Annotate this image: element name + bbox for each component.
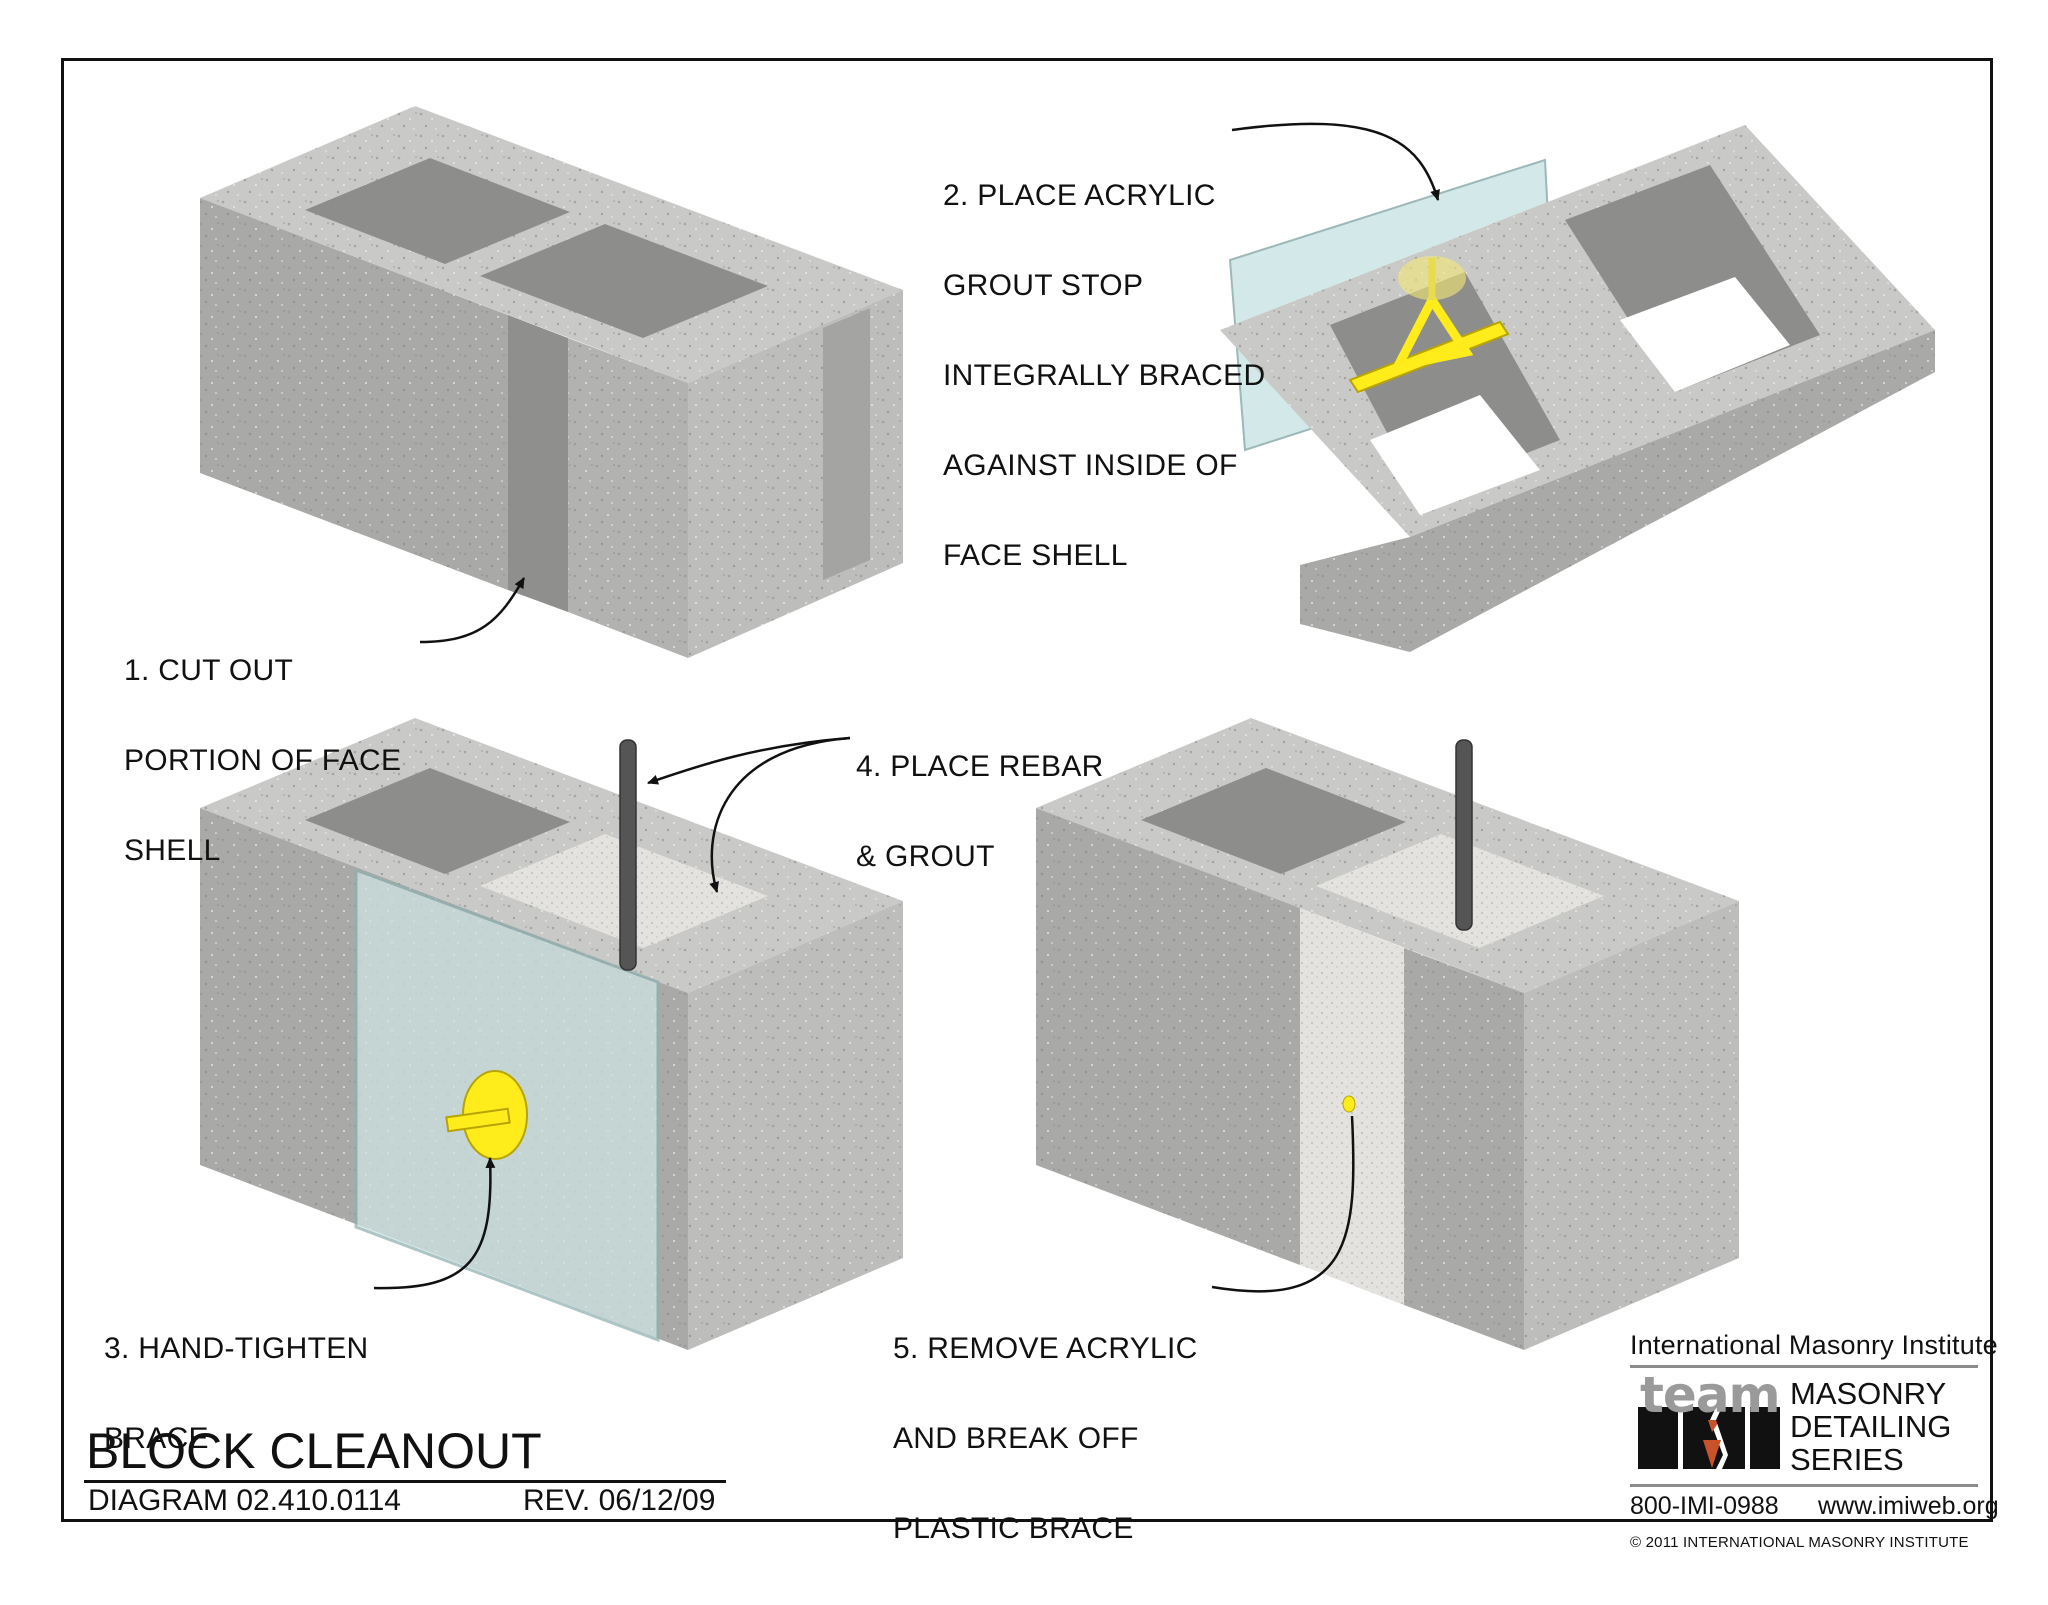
step3-line: 3. HAND-TIGHTEN — [104, 1332, 369, 1365]
series-line: SERIES — [1790, 1442, 1904, 1477]
label-step5: 5. REMOVE ACRYLIC AND BREAK OFF PLASTIC … — [893, 1274, 1198, 1604]
step1-line: 1. CUT OUT — [124, 654, 294, 687]
logo-rule-top — [1630, 1365, 1978, 1368]
diagram-number: DIAGRAM 02.410.0114 — [88, 1484, 401, 1517]
institute-name: International Masonry Institute — [1630, 1330, 1998, 1360]
series-line: DETAILING — [1790, 1409, 1952, 1444]
block3-rebar — [619, 739, 637, 971]
block3-cell-left — [305, 768, 570, 874]
block-cut-face-shell — [200, 106, 903, 658]
revision-date: REV. 06/12/09 — [523, 1484, 716, 1517]
drawing-border — [61, 58, 1993, 1522]
step2-line: GROUT STOP — [943, 269, 1144, 302]
website: www.imiweb.org — [1818, 1492, 1999, 1520]
team-wordmark: team — [1640, 1366, 1781, 1424]
arrow-step4b — [709, 736, 851, 893]
arrow-step3 — [373, 1157, 496, 1290]
block4-brace-stub — [1342, 1095, 1356, 1113]
step4-line: 4. PLACE REBAR — [856, 750, 1104, 783]
arrow-step5 — [1211, 1115, 1355, 1293]
logo-rule-bottom — [1630, 1484, 1978, 1487]
block4-cell-left — [1141, 768, 1406, 874]
step3-line: BRACE — [104, 1422, 209, 1455]
imi-logo-mark — [1638, 1407, 1780, 1469]
series-name: MASONRY DETAILING SERIES — [1790, 1377, 1951, 1476]
phone-number: 800-IMI-0988 — [1630, 1492, 1779, 1520]
block1-cut-opening — [508, 315, 568, 612]
label-step2: 2. PLACE ACRYLIC GROUT STOP INTEGRALLY B… — [943, 121, 1265, 631]
title-underline — [84, 1480, 726, 1483]
step2-line: 2. PLACE ACRYLIC — [943, 179, 1216, 212]
leader-arrows — [373, 122, 1440, 1293]
arrow-step2 — [1231, 122, 1440, 201]
step1-line: SHELL — [124, 834, 221, 867]
block1-cell-left — [305, 158, 570, 264]
copyright-notice: © 2011 INTERNATIONAL MASONRY INSTITUTE — [1630, 1534, 1969, 1551]
step2-line: AGAINST INSIDE OF — [943, 449, 1238, 482]
arrow-step1 — [419, 577, 526, 644]
step5-line: 5. REMOVE ACRYLIC — [893, 1332, 1198, 1365]
label-step3: 3. HAND-TIGHTEN BRACE — [104, 1274, 369, 1514]
step2-line: INTEGRALLY BRACED — [943, 359, 1266, 392]
diagram-title: BLOCK CLEANOUT — [86, 1423, 542, 1479]
block-hand-tighten-brace — [200, 718, 903, 1350]
block-finished-cleanout — [1036, 718, 1739, 1350]
label-step1: 1. CUT OUT PORTION OF FACE SHELL — [124, 596, 401, 926]
step5-line: PLASTIC BRACE — [893, 1512, 1134, 1545]
step1-line: PORTION OF FACE — [124, 744, 402, 777]
step4-line: & GROUT — [856, 840, 995, 873]
series-line: MASONRY — [1790, 1376, 1947, 1411]
arrow-step4a — [647, 736, 851, 785]
step2-line: FACE SHELL — [943, 539, 1128, 572]
step5-line: AND BREAK OFF — [893, 1422, 1139, 1455]
block1-cell-right — [480, 224, 768, 338]
block-acrylic-grout-stop — [1220, 125, 1935, 652]
block4-rebar — [1455, 739, 1473, 931]
label-step4: 4. PLACE REBAR & GROUT — [856, 692, 1104, 932]
